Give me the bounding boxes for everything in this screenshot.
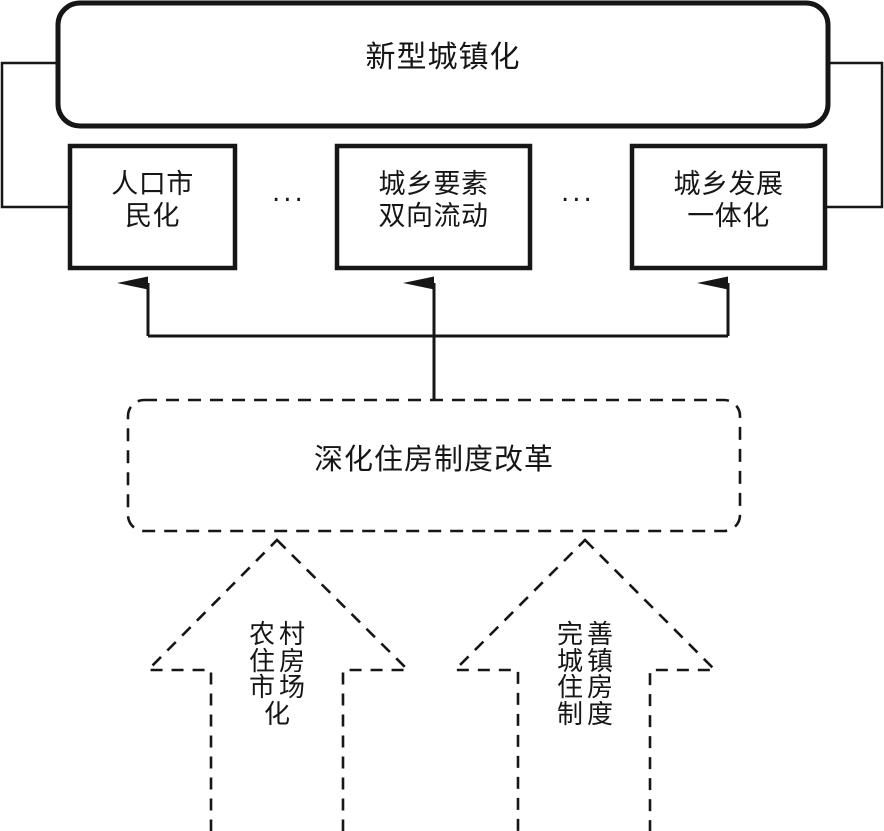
arrow-right-shape[interactable] (451, 538, 719, 831)
vertical-text-char: 制 (556, 699, 583, 730)
vertical-text-row: 制度 (555, 702, 615, 729)
vertical-text-char: 善 (586, 620, 613, 650)
arrow-left-label: 农村住房市场化 (232, 622, 322, 728)
vertical-text-row: 农村 (247, 622, 307, 649)
vertical-text-char: 化 (263, 699, 290, 730)
top-box-label: 新型城镇化 (365, 40, 521, 75)
vertical-text-char: 住 (248, 646, 275, 677)
vertical-text-char: 镇 (586, 646, 613, 677)
vertical-text-row: 住房 (555, 675, 615, 702)
vertical-text-char: 房 (278, 646, 305, 677)
right-feedback-connector (825, 61, 884, 209)
reform-box-shape[interactable] (126, 398, 742, 533)
box3-shape[interactable] (629, 143, 828, 271)
vertical-text-char: 场 (278, 673, 305, 704)
vertical-text-char: 房 (586, 673, 613, 704)
box3-label: 城乡发展 一体化 (673, 169, 784, 232)
top-box-shape[interactable] (55, 0, 831, 129)
reform-box-label: 深化住房制度改革 (313, 442, 554, 476)
arrow-left-shape[interactable] (144, 538, 412, 831)
left-feedback-connector (0, 61, 70, 209)
ellipsis-separator-2: ... (561, 178, 595, 208)
vertical-text-char: 度 (586, 699, 613, 730)
vertical-text-char: 完 (556, 620, 583, 650)
vertical-text-char: 市 (248, 673, 275, 704)
box2-shape[interactable] (334, 143, 533, 271)
box1-label: 人口市 民化 (111, 169, 194, 232)
vertical-text-char: 住 (556, 673, 583, 704)
vertical-text-row: 化 (262, 702, 292, 729)
box1-shape[interactable] (67, 143, 238, 271)
vertical-text-char: 城 (556, 646, 583, 677)
ellipsis-separator-1: ... (272, 178, 306, 208)
vertical-text-row: 城镇 (555, 646, 615, 677)
vertical-text-char: 农 (248, 620, 275, 650)
vertical-text-row: 市场 (247, 675, 307, 702)
vertical-text-row: 住房 (247, 646, 307, 677)
vertical-text-char: 村 (278, 620, 305, 650)
box2-label: 城乡要素 双向流动 (378, 169, 489, 232)
vertical-text-row: 完善 (555, 622, 615, 649)
arrow-right-label: 完善城镇住房制度 (540, 622, 630, 728)
